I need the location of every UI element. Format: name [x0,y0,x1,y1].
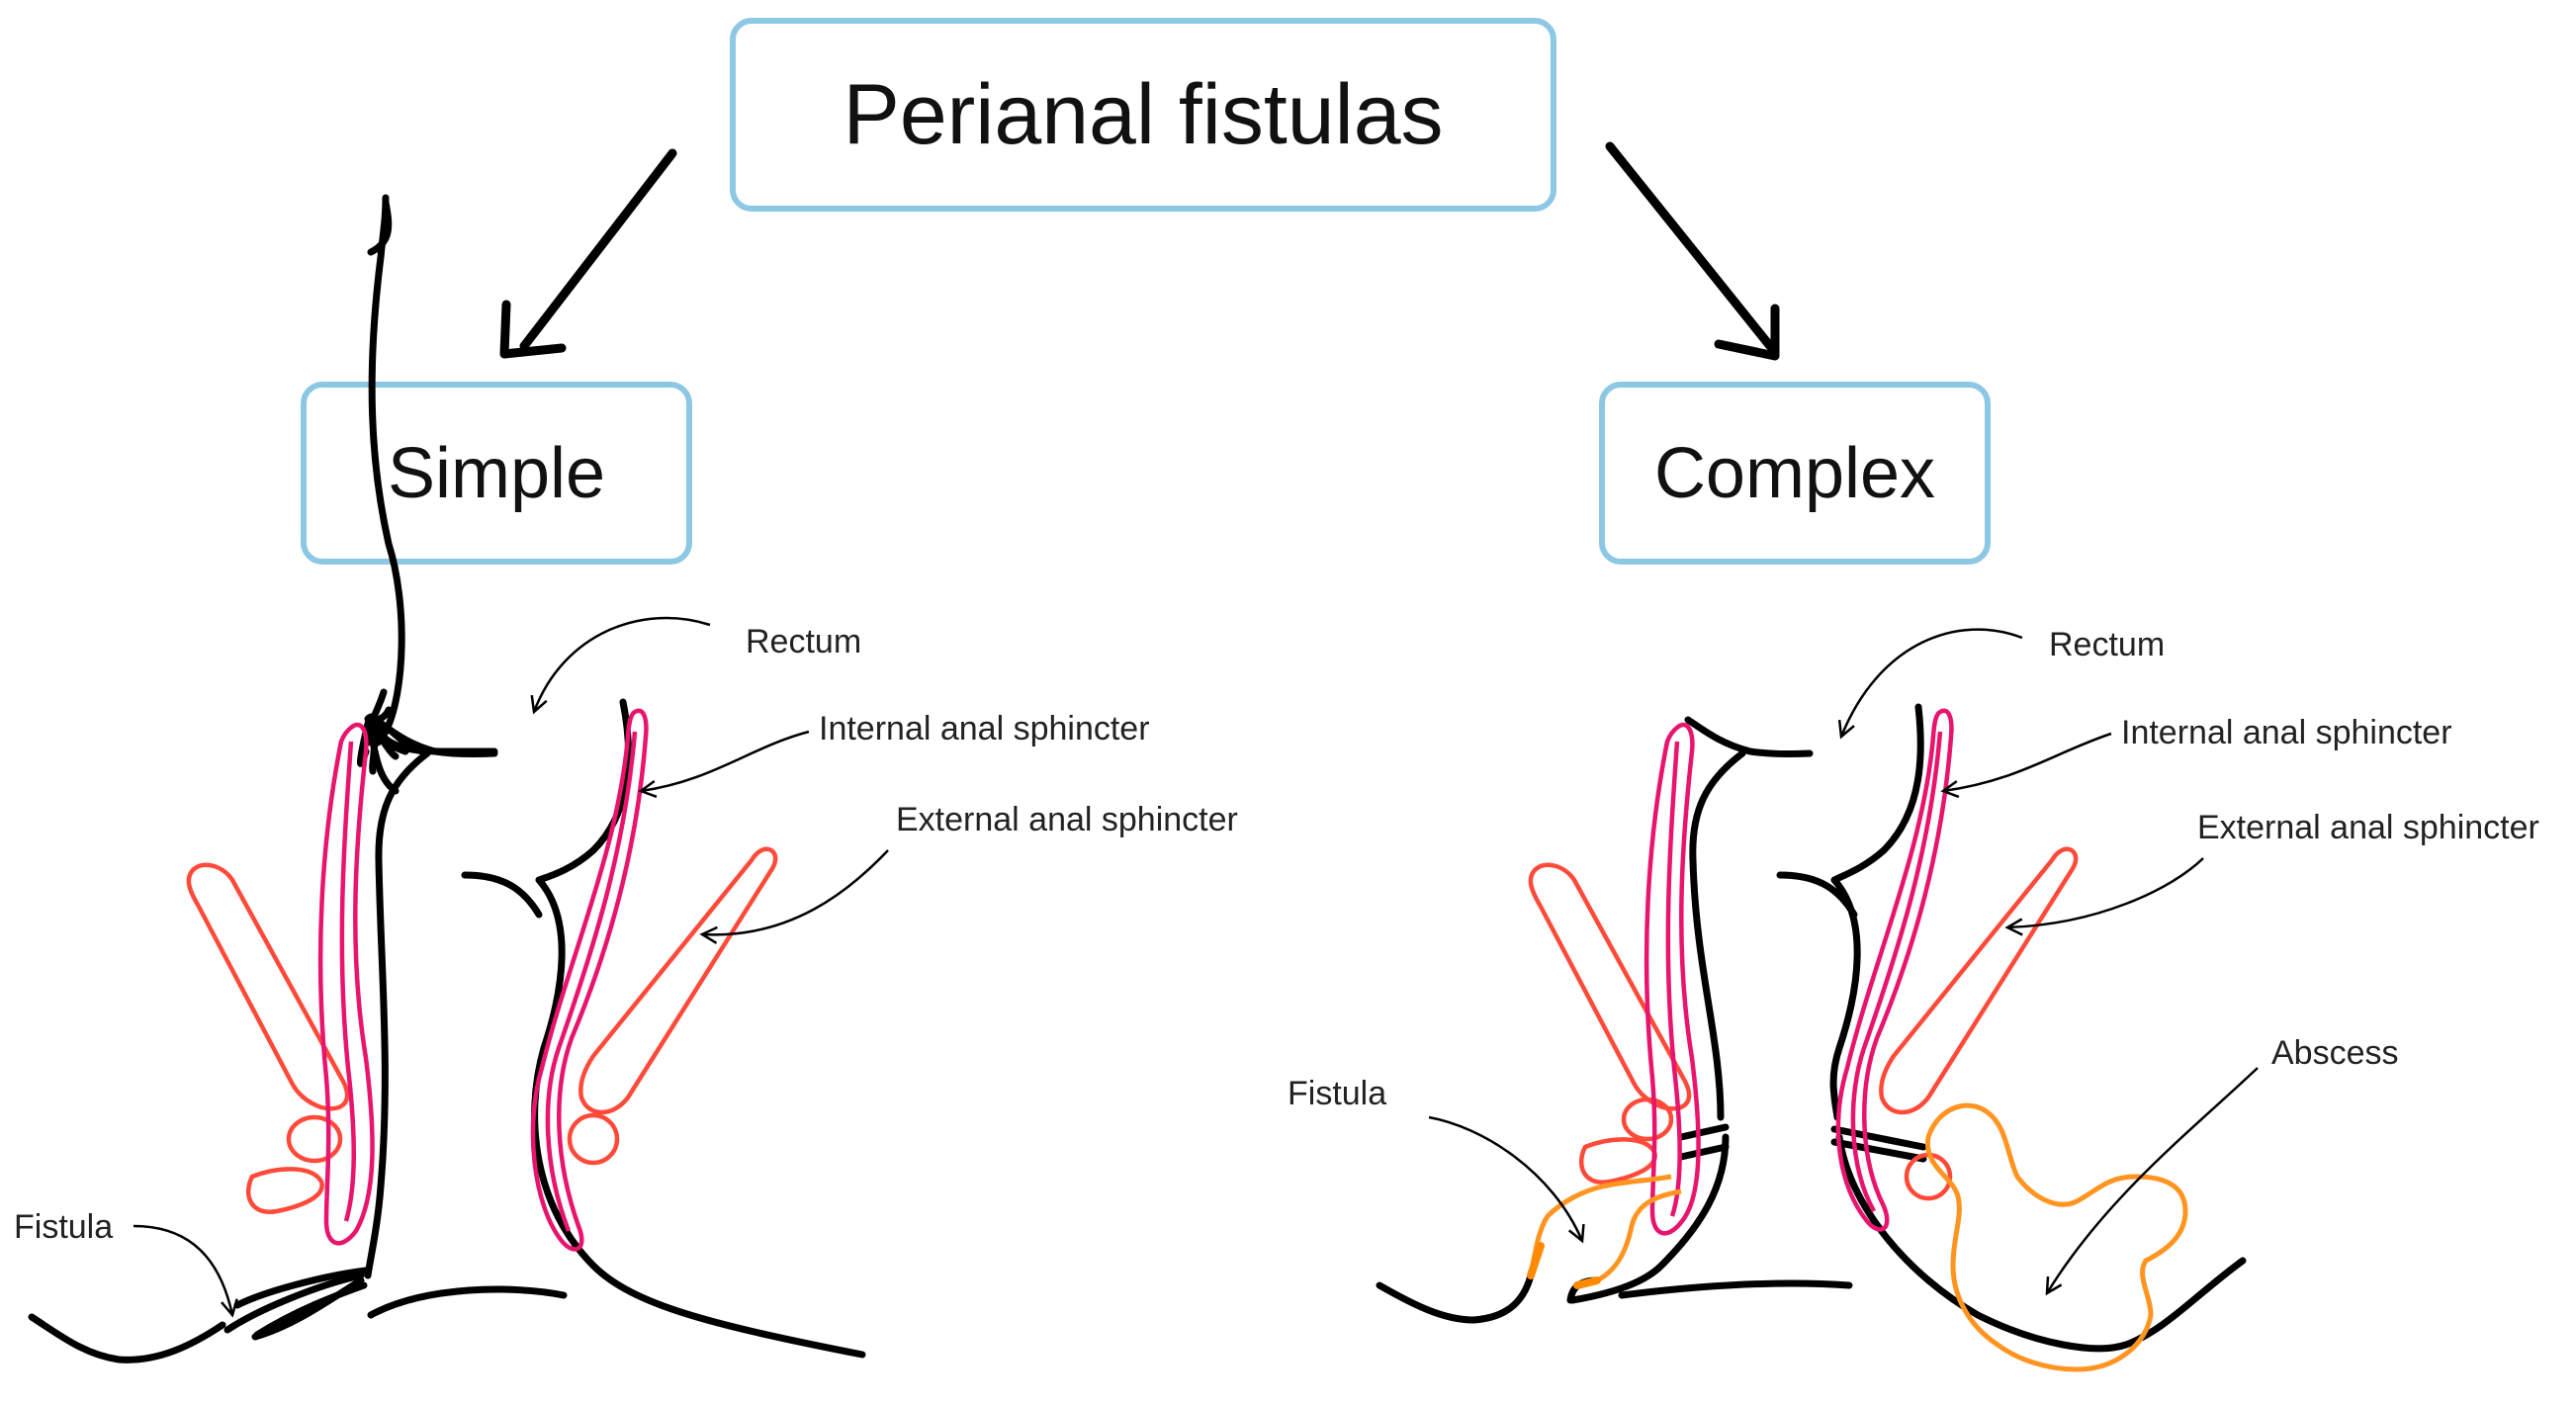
simple-external-sphincter [186,846,778,1215]
complex-internal-pointer [1940,732,2112,799]
complex-fistula-pointer [1428,1115,1585,1244]
simple-rectum-right [461,698,866,1359]
simple-rectum-bottom-arch [367,1285,568,1319]
simple-internal-pointer [638,730,810,799]
complex-rectum [1376,703,2247,1353]
simple-anatomy [356,194,498,795]
simple-external-pointer [699,849,889,944]
complex-text: Complex [1653,433,1936,513]
simple-rectum-pointer [530,616,711,715]
complex-rectum-right [1776,703,1924,1121]
complex-rectum-left [1684,716,1814,758]
complex-rectum-lower-left [1568,1133,1730,1304]
arrow-to-simple [499,148,677,359]
simple-external-label: External anal sphincter [896,801,1238,838]
complex-rectum-bottom-arch [1618,1279,1853,1299]
simple-rectum [28,698,866,1363]
complex-box: Complex [1599,382,1991,565]
simple-rectum-left [370,715,498,758]
complex-external-label: External anal sphincter [2197,809,2539,846]
title-box: Perianal fistulas [730,18,1556,212]
complex-rectum-left-lower [1689,749,1746,1121]
complex-rectum-pointer [1837,628,2023,740]
complex-abscess-label: Abscess [2271,1034,2399,1072]
simple-rectum-left-lower [364,749,431,1279]
simple-fistula-pointer [133,1224,238,1318]
complex-skin-left [1376,1272,1535,1324]
simple-fistula [223,1267,370,1341]
complex-abscess [1924,1102,2188,1372]
title-text: Perianal fistulas [843,66,1444,162]
complex-internal-sphincter [1643,708,1954,1236]
simple-internal-label: Internal anal sphincter [819,710,1150,747]
complex-external-sphincter [1528,846,2079,1201]
complex-internal-label: Internal anal sphincter [2121,714,2452,751]
arrow-to-complex [1605,141,1780,361]
simple-skin-left [28,1313,226,1363]
complex-abscess-pointer [2045,1067,2259,1296]
simple-rectum-left-wall [366,194,405,740]
simple-rectum-label: Rectum [746,623,861,660]
simple-box: Simple [301,382,692,565]
complex-external-pointer [2004,857,2204,936]
complex-fistula-label: Fistula [1288,1075,1386,1112]
complex-rectum-label: Rectum [2049,626,2165,663]
complex-rectum-lower-right [1835,1133,2247,1353]
simple-fistula-label: Fistula [14,1208,113,1246]
simple-text: Simple [387,433,606,513]
complex-fistula [1527,1174,1682,1289]
simple-internal-sphincter [317,708,649,1252]
